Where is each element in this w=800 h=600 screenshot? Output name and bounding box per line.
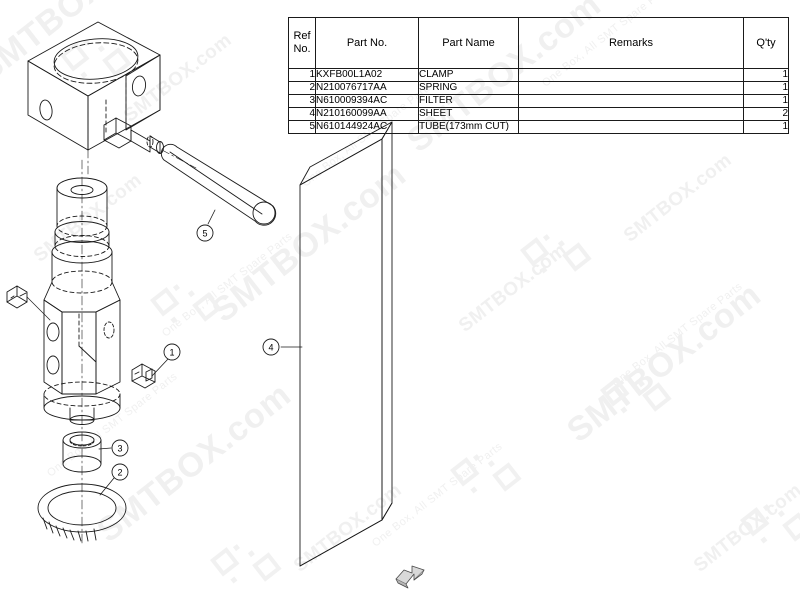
cell-part-no: KXFB00L1A02 bbox=[315, 68, 419, 82]
parts-table-header-row: Ref No. Part No. Part Name Remarks Q'ty bbox=[288, 17, 789, 69]
cell-part-name: SHEET bbox=[418, 107, 519, 121]
cell-part-no: N210160099AA bbox=[315, 107, 419, 121]
cell-ref: 1 bbox=[288, 68, 316, 82]
cell-qty: 1 bbox=[743, 68, 789, 82]
spring-ring-drawing bbox=[37, 483, 127, 542]
cell-qty: 2 bbox=[743, 107, 789, 121]
cell-qty: 1 bbox=[743, 120, 789, 134]
callout-bubbles: 1 2 3 4 5 bbox=[111, 224, 280, 481]
clamp-left-drawing bbox=[6, 285, 51, 321]
cell-part-name: FILTER bbox=[418, 94, 519, 108]
cell-remarks bbox=[518, 68, 744, 82]
callout-leaders bbox=[98, 209, 303, 496]
callout-1-label: 1 bbox=[169, 348, 174, 358]
header-part-name: Part Name bbox=[418, 17, 519, 69]
callout-2: 2 bbox=[111, 463, 129, 481]
cell-part-name: CLAMP bbox=[418, 68, 519, 82]
callout-2-label: 2 bbox=[117, 468, 122, 478]
callout-5: 5 bbox=[196, 224, 214, 242]
header-remarks: Remarks bbox=[518, 17, 744, 69]
table-row: 4 N210160099AA SHEET 2 bbox=[288, 107, 789, 121]
table-row: 5 N610144924AC TUBE(173mm CUT) 1 bbox=[288, 120, 789, 134]
direction-arrow-icon bbox=[395, 565, 425, 589]
table-row: 3 N610009394AC FILTER 1 bbox=[288, 94, 789, 108]
nozzle-assembly-drawing bbox=[43, 159, 121, 546]
header-qty: Q'ty bbox=[743, 17, 789, 69]
header-ref-no: Ref No. bbox=[288, 17, 316, 69]
cell-qty: 1 bbox=[743, 94, 789, 108]
parts-table: Ref No. Part No. Part Name Remarks Q'ty … bbox=[288, 17, 789, 134]
header-ref-no-line2: No. bbox=[293, 43, 311, 55]
cell-ref: 3 bbox=[288, 94, 316, 108]
callout-3: 3 bbox=[111, 439, 129, 457]
clamp-bracket-drawing bbox=[131, 363, 156, 389]
cell-remarks bbox=[518, 81, 744, 95]
cell-ref: 4 bbox=[288, 107, 316, 121]
header-ref-no-line1: Ref bbox=[293, 30, 311, 43]
cell-ref: 5 bbox=[288, 120, 316, 134]
cell-ref: 2 bbox=[288, 81, 316, 95]
sheet-panel-drawing bbox=[299, 121, 393, 567]
cell-part-no: N610009394AC bbox=[315, 94, 419, 108]
cell-part-name: TUBE(173mm CUT) bbox=[418, 120, 519, 134]
parts-table-container: Ref No. Part No. Part Name Remarks Q'ty … bbox=[288, 17, 789, 134]
cell-remarks bbox=[518, 120, 744, 134]
cell-part-no: N610144924AC bbox=[315, 120, 419, 134]
table-row: 2 N210076717AA SPRING 1 bbox=[288, 81, 789, 95]
cell-qty: 1 bbox=[743, 81, 789, 95]
callout-3-label: 3 bbox=[117, 444, 122, 454]
cell-remarks bbox=[518, 94, 744, 108]
header-part-no: Part No. bbox=[315, 17, 419, 69]
cell-part-name: SPRING bbox=[418, 81, 519, 95]
callout-4: 4 bbox=[262, 338, 280, 356]
housing-block-drawing bbox=[27, 21, 197, 177]
cell-remarks bbox=[518, 107, 744, 121]
callout-4-label: 4 bbox=[268, 343, 273, 353]
table-row: 1 KXFB00L1A02 CLAMP 1 bbox=[288, 68, 789, 82]
parts-table-body: 1 KXFB00L1A02 CLAMP 1 2 N210076717AA SPR… bbox=[288, 68, 789, 134]
filter-drawing bbox=[62, 431, 102, 473]
cell-part-no: N210076717AA bbox=[315, 81, 419, 95]
callout-5-label: 5 bbox=[202, 229, 207, 239]
tube-drawing bbox=[160, 143, 277, 226]
callout-1: 1 bbox=[163, 343, 181, 361]
